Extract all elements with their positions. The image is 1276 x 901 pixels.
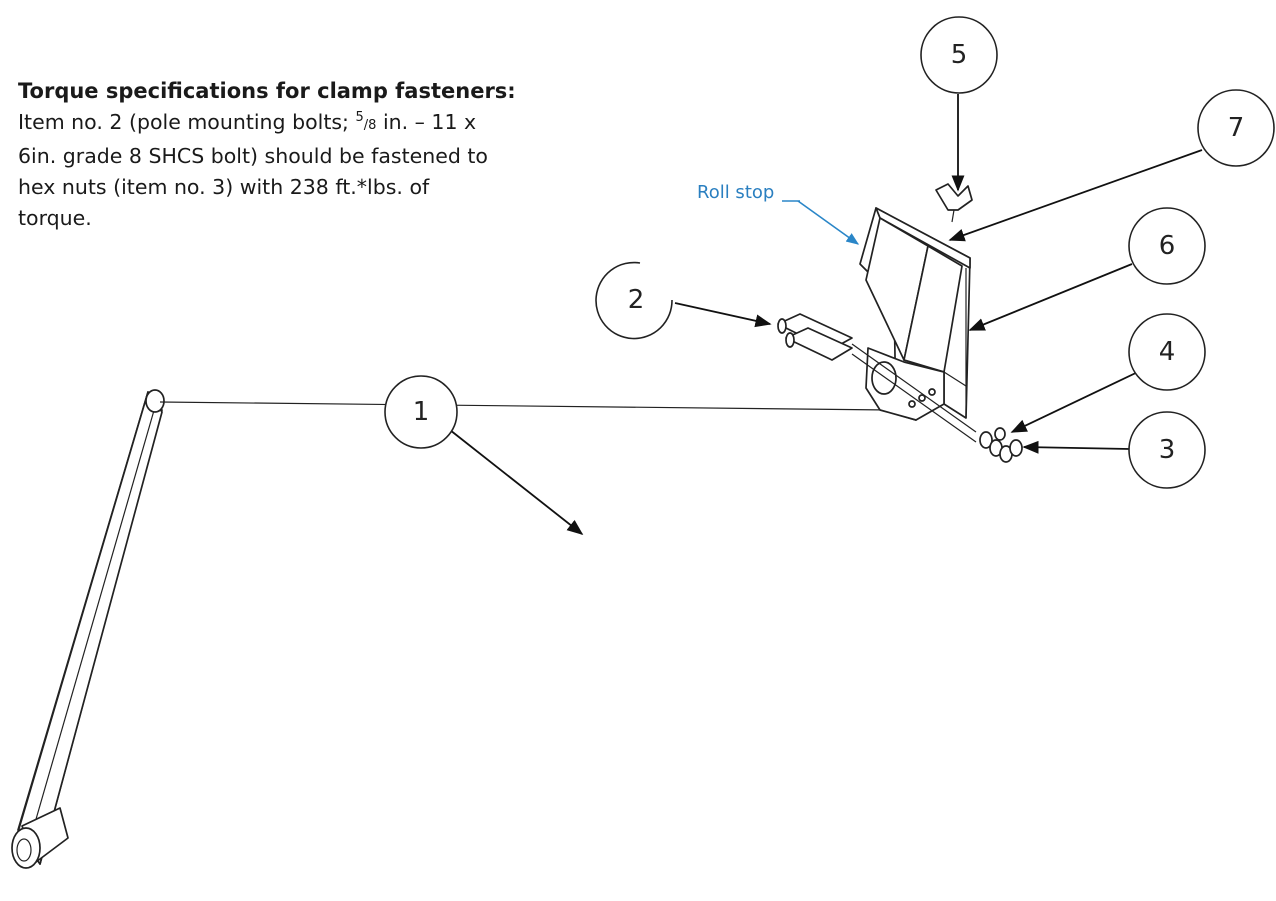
torque-note: Torque specifications for clamp fastener… — [18, 76, 658, 234]
note-line-2: 6in. grade 8 SHCS bolt) should be fasten… — [18, 144, 488, 168]
leader-lines — [449, 94, 1203, 536]
balloon-6-number: 6 — [1159, 231, 1176, 261]
note-line-3: hex nuts (item no. 3) with 238 ft.*lbs. … — [18, 175, 430, 199]
roll-stop-callout: Roll stop — [697, 182, 860, 245]
fraction-denominator: /8 — [363, 118, 377, 133]
balloon-5: 5 — [920, 16, 998, 94]
note-title: Torque specifications for clamp fastener… — [18, 79, 516, 103]
pole-mounting-bolts — [777, 313, 977, 443]
note-line-1-a: Item no. 2 (pole mounting bolts; — [18, 110, 356, 134]
balloon-6: 6 — [1128, 207, 1206, 285]
note-line-4: torque. — [18, 206, 92, 230]
pole-part — [11, 389, 891, 869]
nuts-and-washers — [979, 427, 1023, 463]
balloon-5-number: 5 — [951, 40, 968, 70]
balloon-1: 1 — [384, 375, 458, 449]
balloon-4: 4 — [1128, 313, 1206, 391]
balloon-2: 2 — [595, 261, 673, 340]
note-line-1: Item no. 2 (pole mounting bolts; 5/8 in.… — [18, 107, 658, 141]
balloon-4-number: 4 — [1159, 337, 1176, 367]
wing-screw — [935, 183, 973, 223]
balloon-7: 7 — [1197, 89, 1275, 167]
balloon-3-number: 3 — [1159, 435, 1176, 465]
balloon-1-number: 1 — [413, 397, 430, 427]
note-body: Item no. 2 (pole mounting bolts; 5/8 in.… — [18, 107, 658, 234]
balloon-7-number: 7 — [1228, 113, 1245, 143]
fraction-numerator: 5 — [355, 110, 364, 126]
balloon-3: 3 — [1128, 411, 1206, 489]
roll-stop-label: Roll stop — [697, 182, 774, 203]
balloon-2-number: 2 — [628, 285, 645, 315]
clamp-assembly — [859, 207, 971, 421]
note-line-1-b: in. – 11 x — [376, 110, 477, 134]
